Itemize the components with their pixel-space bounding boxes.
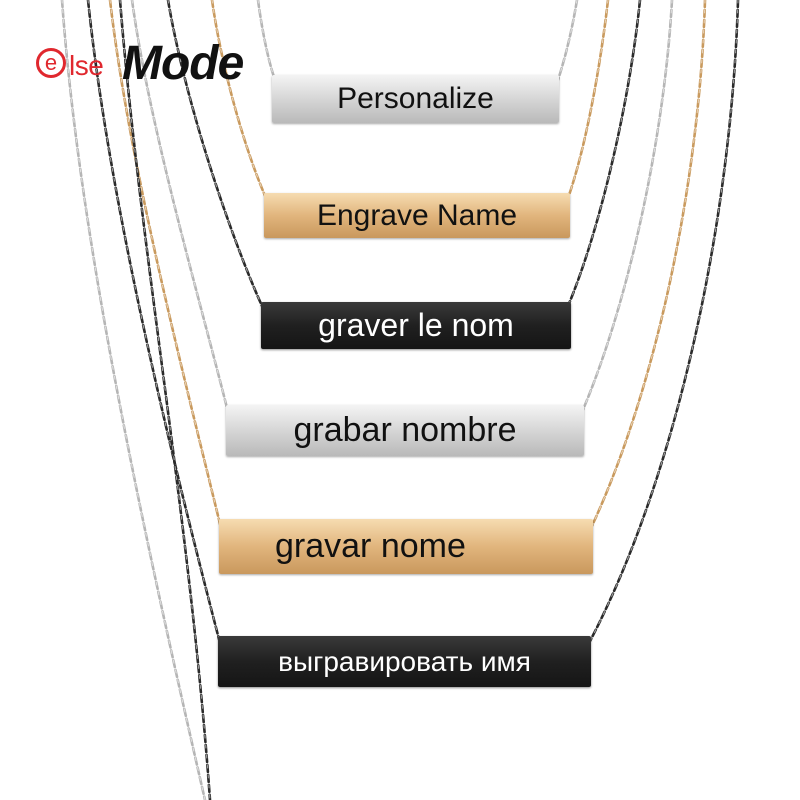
logo-else-text: lse (69, 50, 104, 81)
pendant-text-4: grabar nombre (293, 411, 517, 449)
pendant-text-6: выгравировать имя (278, 645, 531, 677)
pendant-bar-6: выгравировать имя (218, 636, 591, 687)
chain-necklace-2 (210, 0, 610, 200)
logo-e-circle: e (36, 48, 66, 78)
chain-necklace-3 (166, 0, 642, 308)
pendant-text-1: Personalize (337, 82, 494, 115)
chain-necklace-4 (130, 0, 674, 414)
pendant-text-5: gravar nome (275, 527, 466, 565)
pendant-bar-4: grabar nombre (226, 405, 584, 456)
pendant-bar-3: graver le nom (261, 302, 571, 349)
pendant-text-3: graver le nom (318, 307, 514, 343)
chain-necklace-6 (86, 0, 740, 645)
pendant-bar-5: gravar nome (219, 519, 593, 574)
chain-necklace-1 (256, 0, 579, 82)
pendant-bar-1: Personalize (272, 75, 559, 123)
pendant-text-2: Engrave Name (316, 198, 518, 232)
pendant-bar-2: Engrave Name (264, 193, 570, 238)
chain-strand-extra (60, 0, 207, 800)
chain-strand-extra-2 (118, 0, 212, 800)
logo-mode-text: Mode (122, 37, 244, 90)
chain-necklace-5 (108, 0, 707, 530)
